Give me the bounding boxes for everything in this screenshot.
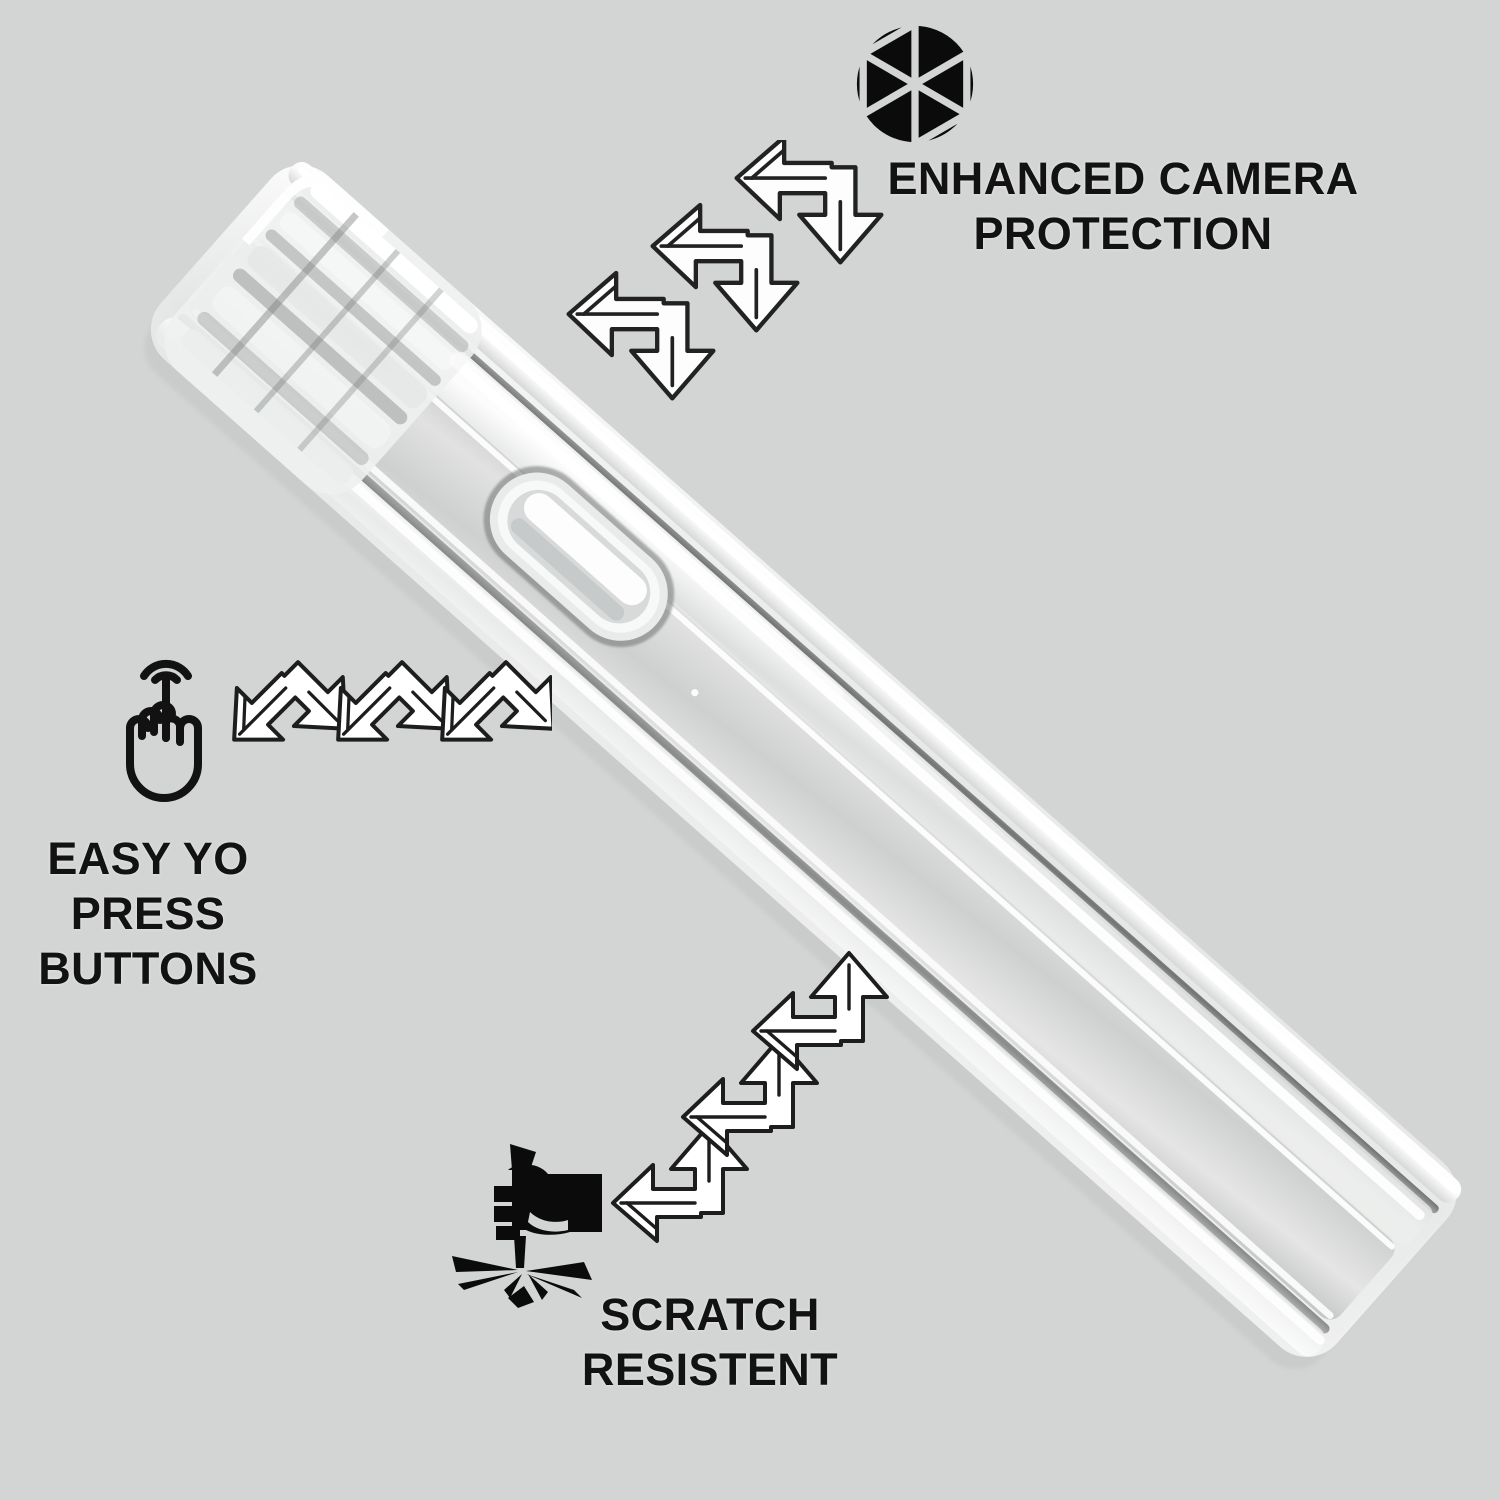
arrow-group-buttons: [232, 655, 552, 825]
feature-label-buttons: EASY YO PRESS BUTTONS: [38, 833, 258, 994]
tap-hand-icon: [104, 632, 228, 802]
scratch-blade-icon: [452, 1140, 612, 1310]
feature-label-scratch: SCRATCH RESISTENT: [581, 1289, 839, 1395]
feature-label-camera: ENHANCED CAMERA PROTECTION: [887, 153, 1359, 259]
arrow-group-camera: [560, 140, 890, 470]
camera-aperture-icon: [845, 14, 985, 154]
arrow-group-scratch: [605, 925, 895, 1245]
